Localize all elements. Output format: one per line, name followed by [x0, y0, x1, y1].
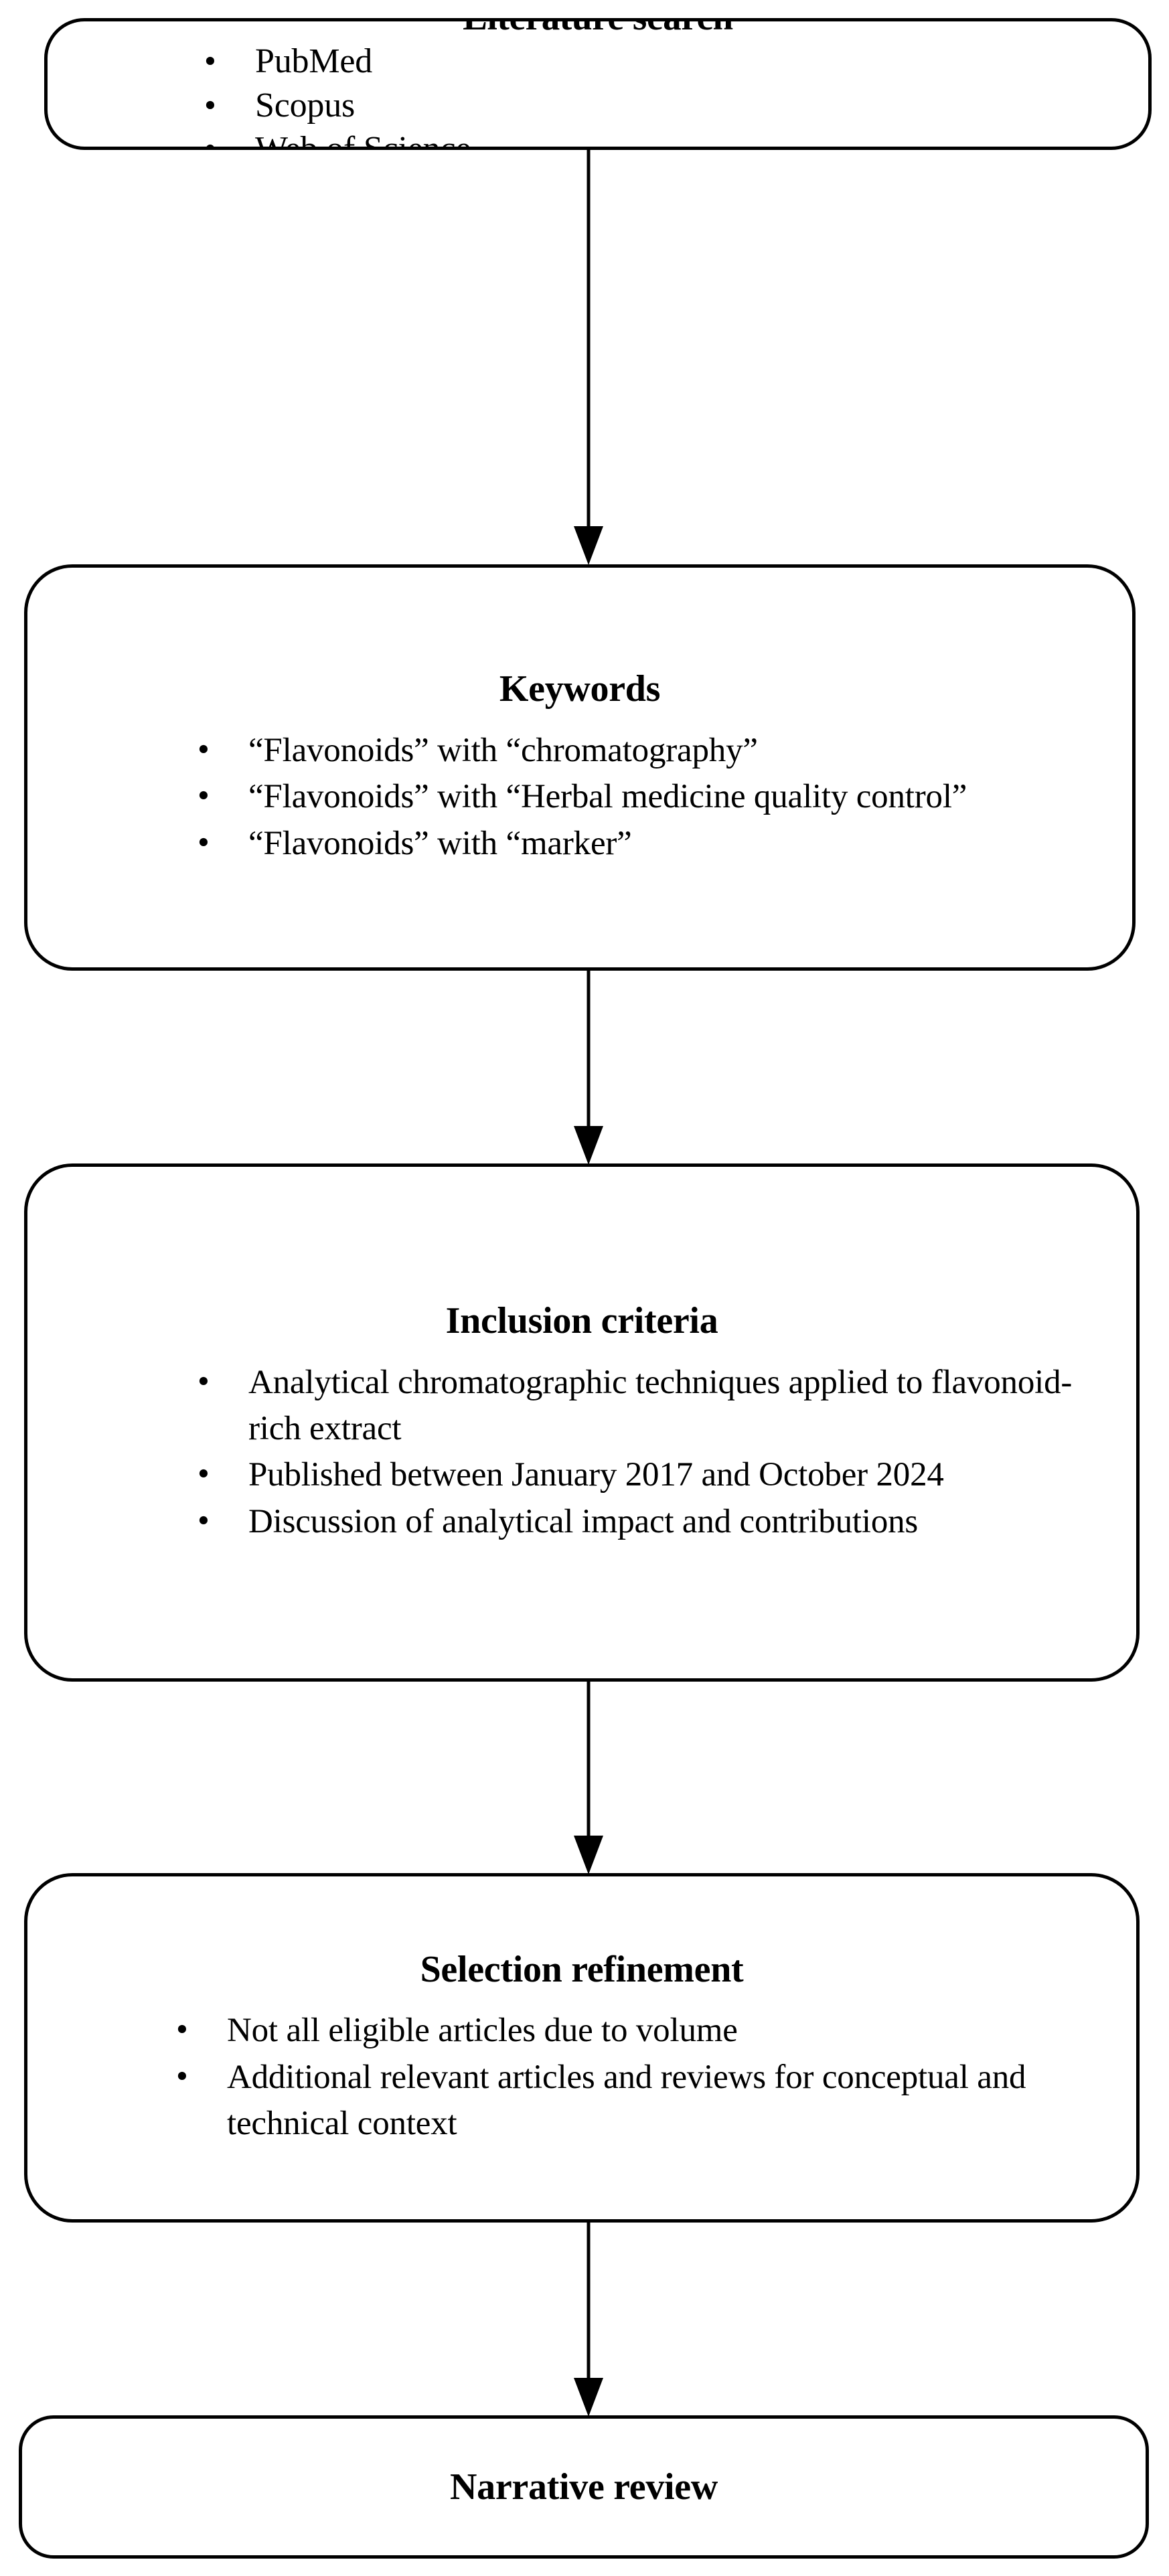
bullet-icon: •	[176, 2011, 188, 2049]
list-item: • “Flavonoids” with “chromatography”	[183, 728, 1105, 774]
node-title-narrative-review: Narrative review	[450, 2466, 718, 2508]
list-item-label: PubMed	[255, 42, 373, 81]
list-item-label: “Flavonoids” with “Herbal medicine quali…	[248, 778, 967, 816]
list-item-label: “Flavonoids” with “marker”	[248, 824, 632, 862]
bullet-list-literature-search: • PubMed • Scopus • Web of Science	[189, 39, 1148, 150]
node-inclusion-criteria[interactable]: Inclusion criteria • Analytical chromato…	[24, 1163, 1140, 1682]
list-item: • PubMed	[189, 39, 1148, 84]
node-keywords[interactable]: Keywords • “Flavonoids” with “chromatogr…	[24, 564, 1136, 971]
bullet-list-keywords: • “Flavonoids” with “chromatography” • “…	[183, 728, 1105, 867]
list-item: • Analytical chromatographic techniques …	[183, 1360, 1109, 1453]
node-title-inclusion-criteria: Inclusion criteria	[445, 1299, 718, 1342]
bullet-list-selection-refinement: • Not all eligible articles due to volum…	[161, 2008, 1116, 2147]
connector-arrow-selection-refinement-to-narrative-review	[572, 2223, 605, 2417]
connector-arrow-inclusion-criteria-to-selection-refinement	[572, 1682, 605, 1875]
bullet-icon: •	[204, 86, 216, 125]
list-item-label: Published between January 2017 and Octob…	[248, 1456, 944, 1494]
down-arrow-icon	[574, 150, 603, 565]
node-title-literature-search: Literature search	[48, 21, 1148, 38]
node-literature-search[interactable]: Literature search • PubMed • Scopus • We…	[44, 18, 1152, 150]
list-item: • “Flavonoids” with “Herbal medicine qua…	[183, 774, 1105, 820]
node-title-selection-refinement: Selection refinement	[420, 1948, 744, 1990]
down-arrow-icon	[574, 2223, 603, 2417]
list-item: • Discussion of analytical impact and co…	[183, 1499, 1109, 1545]
node-title-keywords: Keywords	[499, 668, 661, 710]
list-item-label: Not all eligible articles due to volume	[227, 2012, 738, 2050]
bullet-icon: •	[198, 777, 210, 815]
bullet-icon: •	[204, 43, 216, 81]
list-item: • Not all eligible articles due to volum…	[161, 2008, 1116, 2054]
bullet-icon: •	[198, 1455, 210, 1494]
bullet-list-inclusion-criteria: • Analytical chromatographic techniques …	[183, 1360, 1109, 1545]
list-item-label: Analytical chromatographic techniques ap…	[248, 1363, 1073, 1447]
list-item-label: “Flavonoids” with “chromatography”	[248, 731, 758, 769]
list-item-label: Discussion of analytical impact and cont…	[248, 1502, 919, 1540]
node-narrative-review[interactable]: Narrative review	[19, 2415, 1149, 2559]
list-item: • Scopus	[189, 84, 1148, 128]
list-item: • Published between January 2017 and Oct…	[183, 1452, 1109, 1498]
bullet-icon: •	[198, 1502, 210, 1540]
list-item-label: Web of Science	[255, 130, 471, 150]
connector-arrow-literature-search-to-keywords	[572, 150, 605, 566]
bullet-icon: •	[204, 131, 216, 150]
list-item-label: Scopus	[255, 86, 356, 125]
connector-arrow-keywords-to-inclusion-criteria	[572, 971, 605, 1165]
list-item-label: Additional relevant articles and reviews…	[227, 2058, 1026, 2143]
list-item: • Web of Science	[189, 127, 1148, 150]
bullet-icon: •	[198, 730, 210, 769]
bullet-icon: •	[176, 2057, 188, 2095]
down-arrow-icon	[574, 1682, 603, 1874]
bullet-icon: •	[198, 1362, 210, 1400]
down-arrow-icon	[574, 971, 603, 1165]
node-selection-refinement[interactable]: Selection refinement • Not all eligible …	[24, 1873, 1140, 2223]
bullet-icon: •	[198, 823, 210, 862]
list-item: • “Flavonoids” with “marker”	[183, 821, 1105, 867]
list-item: • Additional relevant articles and revie…	[161, 2055, 1116, 2148]
